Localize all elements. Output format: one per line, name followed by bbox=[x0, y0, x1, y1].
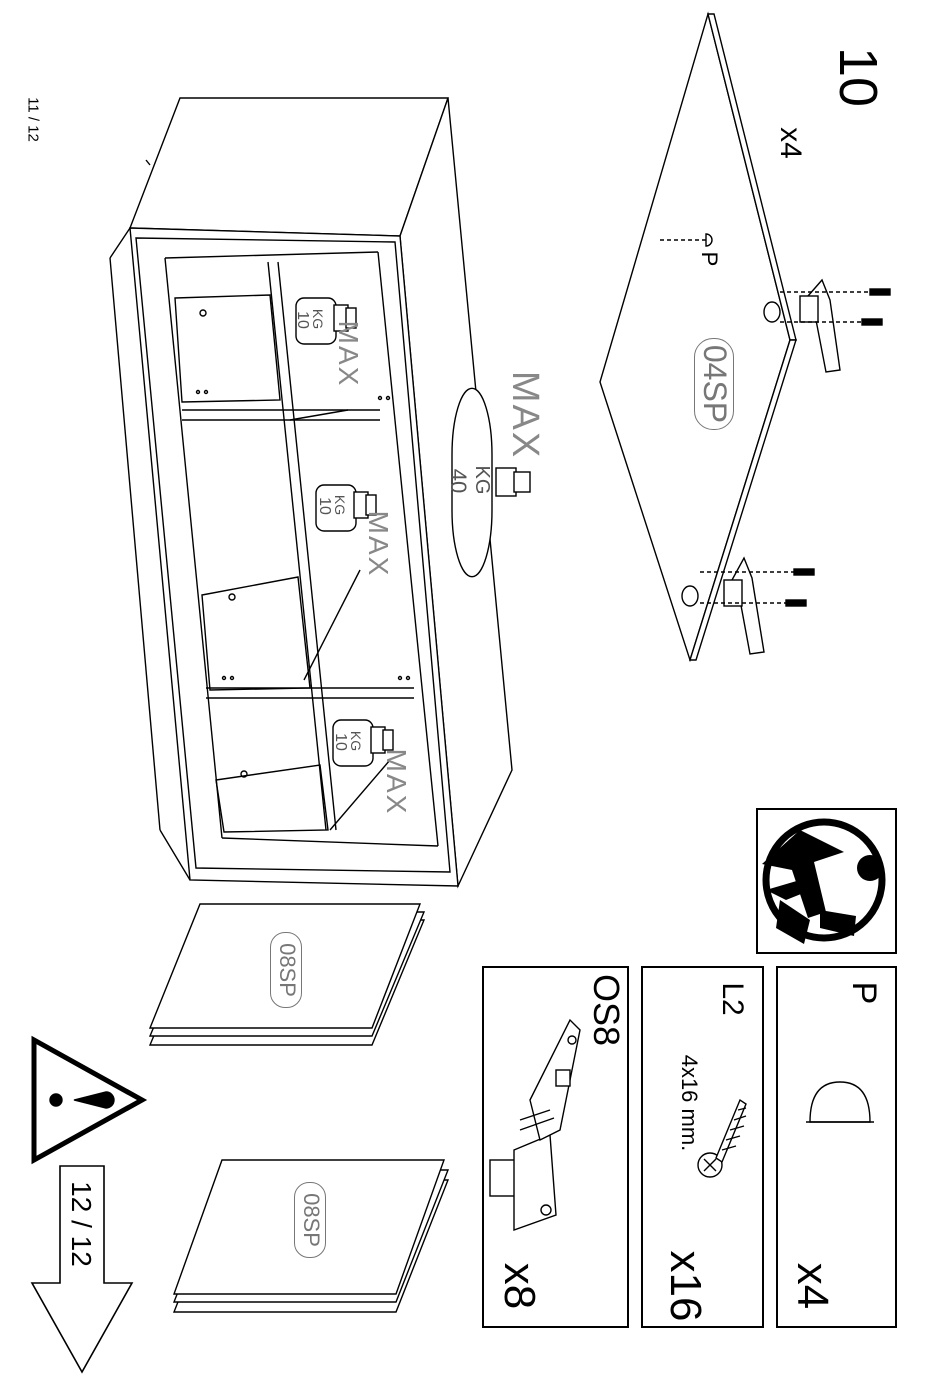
hinge-top bbox=[780, 280, 890, 372]
max-label-10kg-1: MAX bbox=[334, 314, 362, 394]
part-box-os8: OS8 x8 bbox=[482, 966, 629, 1328]
two-person-assembly-box bbox=[756, 808, 897, 954]
weight-10-1-unit: KG bbox=[311, 305, 325, 333]
weight-10-3-unit: KG bbox=[349, 727, 363, 755]
step-count: x4 bbox=[775, 113, 805, 173]
weight-10-2-value: 10 bbox=[316, 492, 332, 520]
door-board-04sp bbox=[600, 14, 796, 660]
warning-triangle-icon bbox=[34, 1040, 142, 1160]
board-label-08sp-b: 08SP bbox=[294, 1182, 326, 1258]
part-l2-code: L2 bbox=[717, 974, 747, 1024]
part-box-l2: L2 4x16 mm. x16 bbox=[641, 966, 764, 1328]
hinge-bottom bbox=[700, 558, 814, 654]
part-os8-code: OS8 bbox=[588, 970, 624, 1050]
weight-40-unit: KG bbox=[472, 462, 492, 498]
step-number: 10 bbox=[831, 37, 885, 117]
max-label-10kg-2: MAX bbox=[364, 504, 392, 584]
weight-40-value: 40 bbox=[447, 463, 469, 499]
weight-10-1-value: 10 bbox=[294, 306, 310, 334]
weight-10-2-unit: KG bbox=[333, 491, 347, 519]
max-label-40kg: MAX bbox=[506, 360, 544, 470]
part-l2-size: 4x16 mm. bbox=[678, 1043, 700, 1163]
weight-10-3-value: 10 bbox=[332, 728, 348, 756]
page-number: 11 / 12 bbox=[26, 95, 41, 145]
next-page-label: 12 / 12 bbox=[67, 1169, 95, 1279]
part-l2-qty: x16 bbox=[663, 1236, 707, 1336]
part-p-qty: x4 bbox=[790, 1246, 834, 1326]
part-p-marker-label: P bbox=[698, 244, 720, 274]
part-os8-qty: x8 bbox=[497, 1251, 541, 1321]
max-label-10kg-3: MAX bbox=[382, 742, 410, 822]
board-label-08sp-a: 08SP bbox=[270, 932, 302, 1008]
board-label-04sp: 04SP bbox=[694, 338, 734, 430]
part-p-code: P bbox=[847, 973, 881, 1013]
part-box-p: P x4 bbox=[776, 966, 897, 1328]
